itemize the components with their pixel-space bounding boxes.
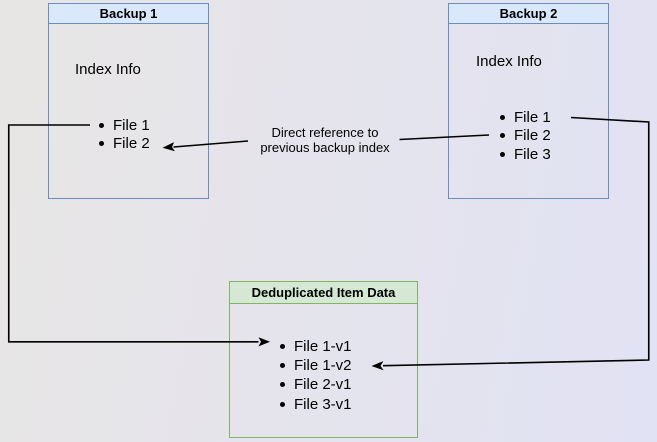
- list-item: File 2: [500, 127, 551, 146]
- node-dedup-header: Deduplicated Item Data: [230, 282, 417, 304]
- bullet: [99, 141, 104, 147]
- dedup-file-list: File 1-v1 File 1-v2 File 2-v1 File 3-v1: [280, 337, 352, 414]
- backup1-file-1: File 1: [113, 116, 150, 134]
- node-backup1-header: Backup 1: [49, 4, 208, 24]
- backup2-file-list: File 1 File 2 File 3: [500, 108, 551, 164]
- list-item: File 2-v1: [280, 375, 352, 394]
- list-item: File 1-v1: [280, 337, 352, 356]
- list-item: File 3: [500, 145, 551, 164]
- node-backup1: Backup 1 Index Info File 1 File 2: [48, 3, 209, 199]
- dedup-file-3v1: File 3-v1: [294, 395, 352, 413]
- backup2-index-info-label: Index Info: [476, 53, 542, 70]
- list-item: File 1-v2: [280, 356, 352, 375]
- node-backup2-header: Backup 2: [449, 4, 608, 24]
- dedup-file-1v1: File 1-v1: [294, 338, 352, 356]
- backup1-index-info-label: Index Info: [75, 61, 141, 78]
- node-dedup: Deduplicated Item Data File 1-v1 File 1-…: [229, 281, 418, 438]
- list-item: File 3-v1: [280, 395, 352, 414]
- list-item: File 1: [500, 108, 551, 127]
- node-backup1-title: Backup 1: [99, 6, 158, 21]
- backup1-file-list: File 1 File 2: [99, 116, 150, 153]
- bullet: [99, 122, 104, 128]
- dedup-file-1v2: File 1-v2: [294, 357, 352, 375]
- edge-label-line2: previous backup index: [260, 140, 390, 155]
- node-backup2-title: Backup 2: [499, 6, 558, 21]
- bullet: [280, 344, 285, 350]
- node-backup2: Backup 2 Index Info File 1 File 2 File 3: [448, 3, 609, 199]
- backup2-file-3: File 3: [514, 145, 551, 163]
- node-dedup-title: Deduplicated Item Data: [251, 285, 396, 300]
- backup2-file-1: File 1: [514, 108, 551, 126]
- edge-label: Direct reference to previous backup inde…: [250, 125, 400, 155]
- list-item: File 2: [99, 135, 150, 154]
- list-item: File 1: [99, 116, 150, 135]
- bullet: [500, 114, 505, 120]
- bullet: [280, 401, 285, 407]
- backup2-file-2: File 2: [514, 127, 551, 145]
- bullet: [280, 382, 285, 388]
- backup1-file-2: File 2: [113, 135, 150, 153]
- bullet: [500, 151, 505, 157]
- bullet: [280, 363, 285, 369]
- bullet: [500, 133, 505, 139]
- edge-label-line1: Direct reference to: [271, 125, 379, 140]
- dedup-file-2v1: File 2-v1: [294, 376, 352, 394]
